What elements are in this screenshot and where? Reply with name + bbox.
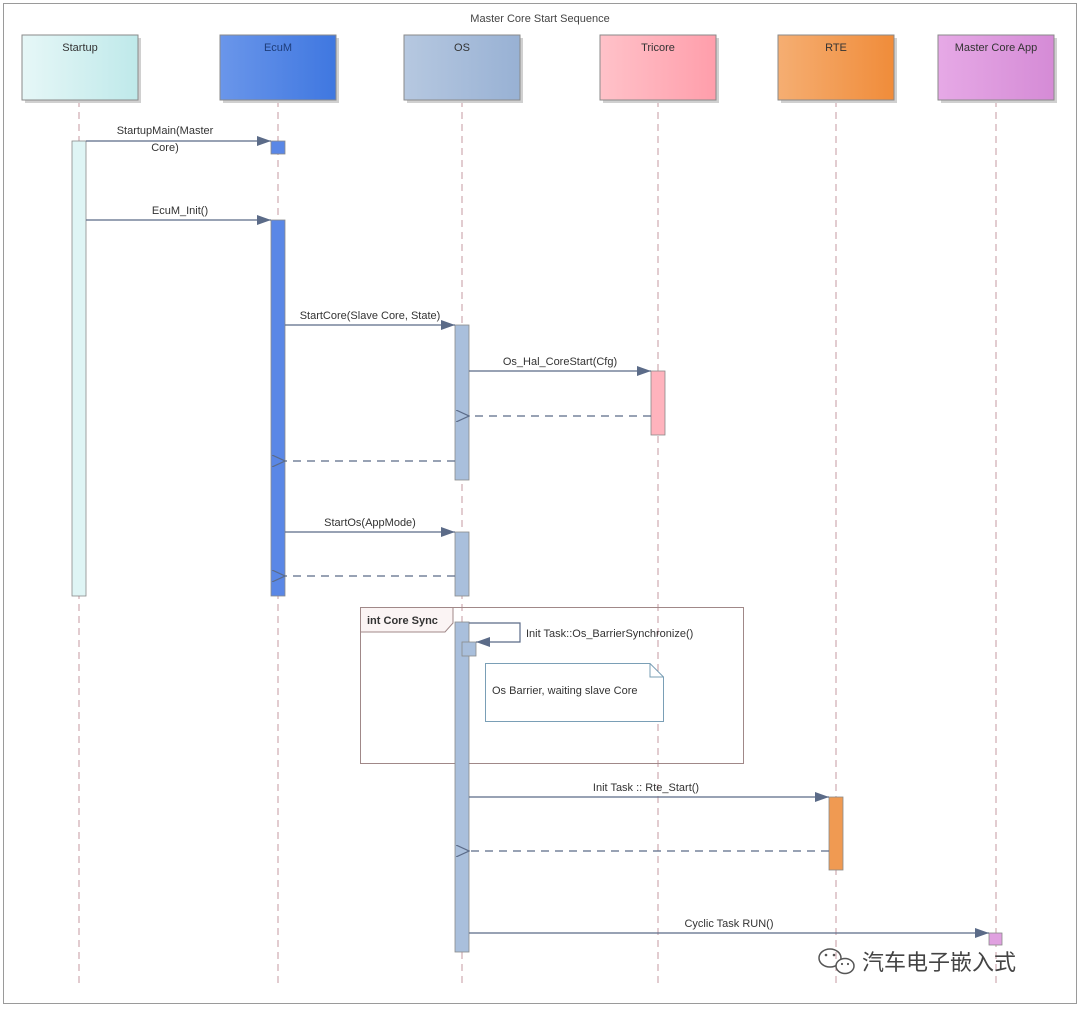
message-label: Os_Hal_CoreStart(Cfg) — [503, 356, 617, 368]
participant-box — [21, 34, 139, 101]
message-m3[interactable]: StartCore(Slave Core, State) — [285, 310, 455, 330]
message-m12[interactable]: Cyclic Task RUN() — [469, 918, 989, 938]
participant-label: RTE — [825, 42, 847, 54]
combined-fragment[interactable]: int Core Sync — [360, 607, 744, 764]
message-label: Init Task :: Rte_Start() — [593, 782, 699, 794]
message-label: EcuM_Init() — [152, 205, 208, 217]
activation-bar-rte — [828, 796, 844, 871]
participant-box — [937, 34, 1055, 101]
activation-bar-ecum — [270, 219, 286, 597]
activation-bar-ecum — [270, 140, 286, 155]
message-label: Init Task::Os_BarrierSynchronize() — [526, 628, 693, 640]
message-m4[interactable]: Os_Hal_CoreStart(Cfg) — [469, 356, 651, 376]
watermark: 汽车电子嵌入式 — [818, 948, 1016, 975]
participant-label: OS — [454, 42, 470, 54]
message-arrow — [469, 622, 521, 647]
participant-box — [403, 34, 521, 101]
participant-label: Startup — [62, 42, 97, 54]
diagram-title: Master Core Start Sequence — [470, 13, 609, 25]
participant-rte[interactable]: RTE — [777, 34, 897, 103]
participant-tricore[interactable]: Tricore — [599, 34, 719, 103]
activation-bar-os — [454, 531, 470, 597]
activation-bar-os — [461, 641, 477, 657]
message-label: StartCore(Slave Core, State) — [300, 310, 441, 322]
note[interactable]: Os Barrier, waiting slave Core — [485, 663, 664, 722]
participant-ecum[interactable]: EcuM — [219, 34, 339, 103]
wechat-icon — [818, 948, 855, 975]
participant-os[interactable]: OS — [403, 34, 523, 103]
message-label: StartupMain(Master — [117, 125, 214, 137]
message-m9[interactable]: Init Task::Os_BarrierSynchronize() — [469, 622, 693, 647]
activation-bar-tricore — [650, 370, 666, 436]
participant-label: Master Core App — [955, 42, 1038, 54]
participant-startup[interactable]: Startup — [21, 34, 141, 103]
participant-box — [599, 34, 717, 101]
message-m2[interactable]: EcuM_Init() — [86, 205, 271, 225]
participant-label: Tricore — [641, 42, 675, 54]
note-text: Os Barrier, waiting slave Core — [492, 685, 638, 697]
message-m10[interactable]: Init Task :: Rte_Start() — [469, 782, 829, 802]
activation-bar-os — [454, 324, 470, 481]
participant-box — [777, 34, 895, 101]
participant-label: EcuM — [264, 42, 292, 54]
fragment-label: int Core Sync — [367, 615, 438, 627]
activation-bar-startup — [71, 140, 87, 597]
diagram-frame — [3, 3, 1077, 1004]
participant-mcapp[interactable]: Master Core App — [937, 34, 1057, 103]
activation-bar-os — [454, 621, 470, 953]
watermark-text: 汽车电子嵌入式 — [862, 950, 1016, 975]
message-label: StartOs(AppMode) — [324, 517, 416, 529]
message-label: Core) — [151, 142, 179, 154]
message-m7[interactable]: StartOs(AppMode) — [285, 517, 455, 537]
activation-bar-mcapp — [988, 932, 1003, 946]
participant-box — [219, 34, 337, 101]
message-label: Cyclic Task RUN() — [684, 918, 773, 930]
